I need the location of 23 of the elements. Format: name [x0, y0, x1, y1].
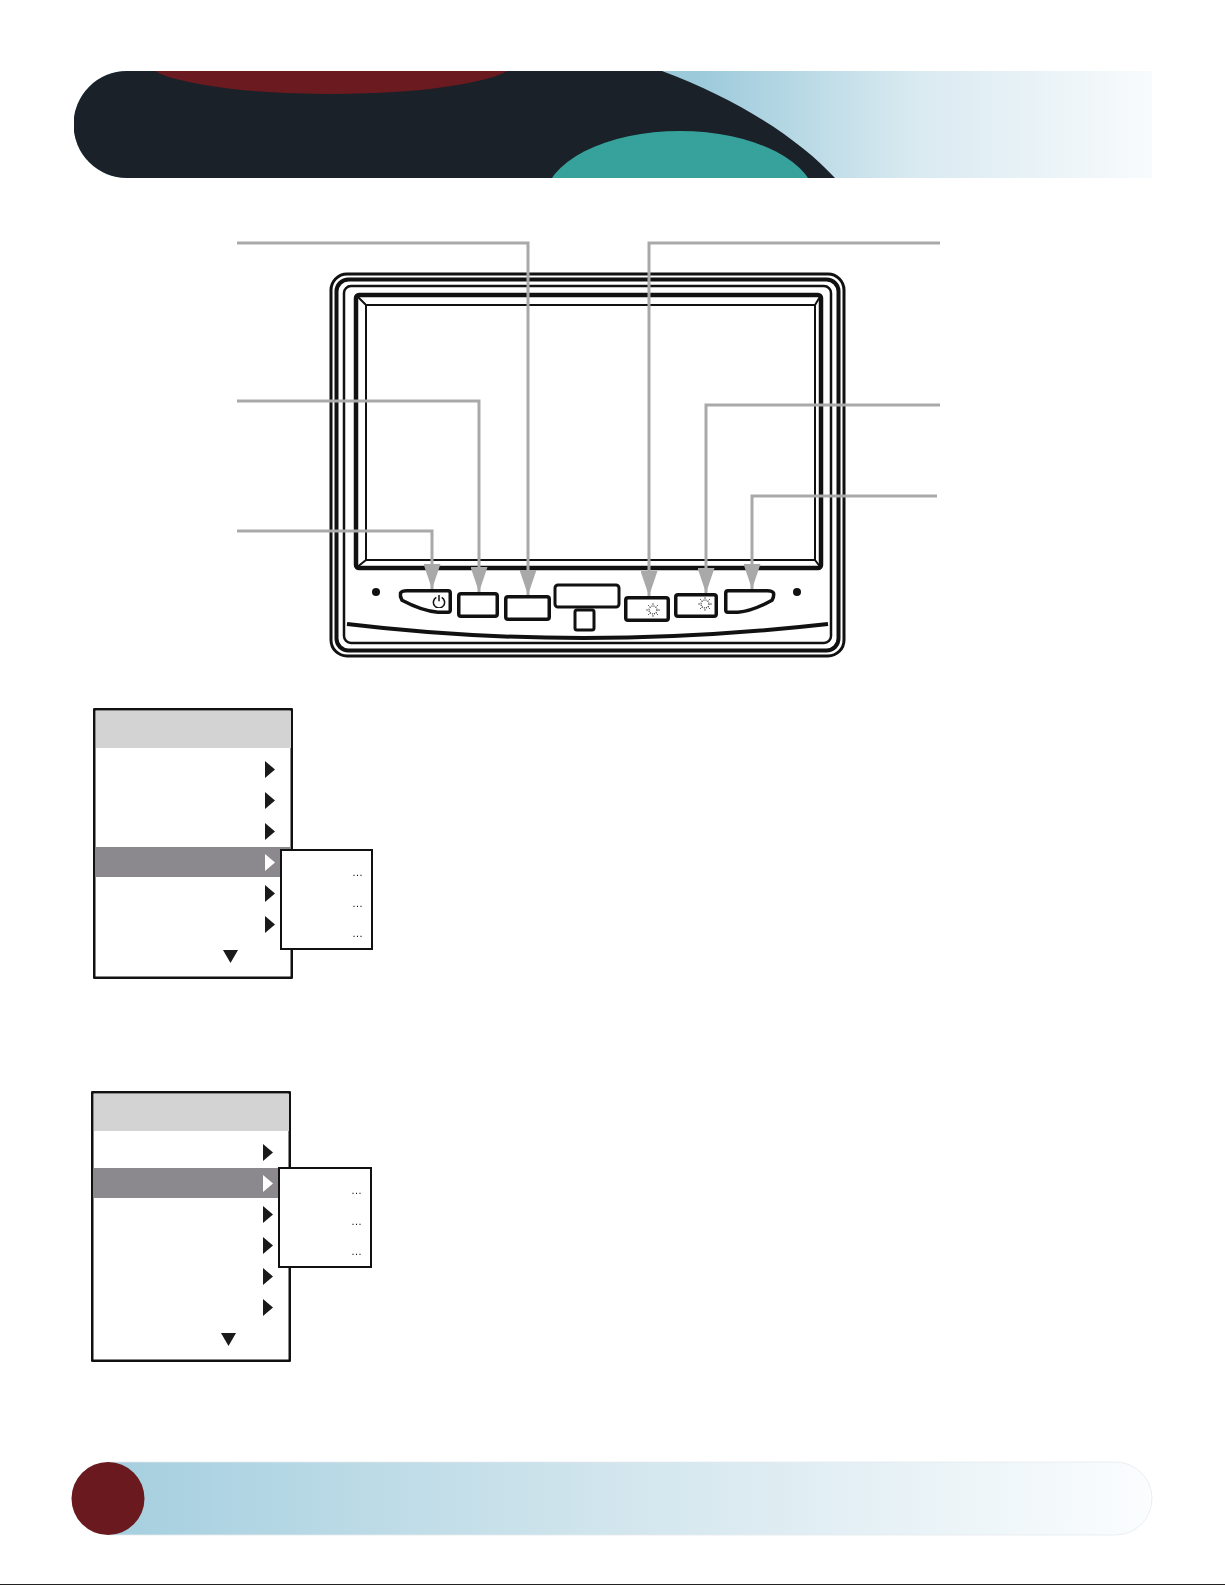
submenu-panel — [280, 849, 373, 950]
menu-panel — [91, 1091, 291, 1362]
menu-item-text: … — [351, 1244, 362, 1258]
menu-item-text: … — [351, 1183, 362, 1197]
leader-arrow — [237, 399, 488, 592]
monitor-illustration — [329, 272, 846, 658]
monitor-button — [398, 589, 452, 614]
submenu-panel — [278, 1167, 372, 1268]
menu-panel — [93, 708, 293, 979]
menu-item-text: … — [352, 895, 363, 910]
monitor-button — [457, 592, 499, 618]
menu-item-text: … — [352, 865, 363, 879]
monitor-button — [674, 593, 718, 618]
leader-arrow — [640, 241, 940, 596]
menu-item-text: … — [351, 1213, 362, 1228]
leader-arrow — [743, 494, 937, 589]
monitor-button — [504, 595, 551, 621]
monitor-button — [624, 596, 670, 622]
menu-item-text: … — [352, 926, 363, 940]
monitor-button — [724, 589, 776, 614]
leader-arrow — [697, 403, 940, 593]
leader-arrow — [237, 529, 441, 589]
leader-arrow — [237, 241, 537, 595]
